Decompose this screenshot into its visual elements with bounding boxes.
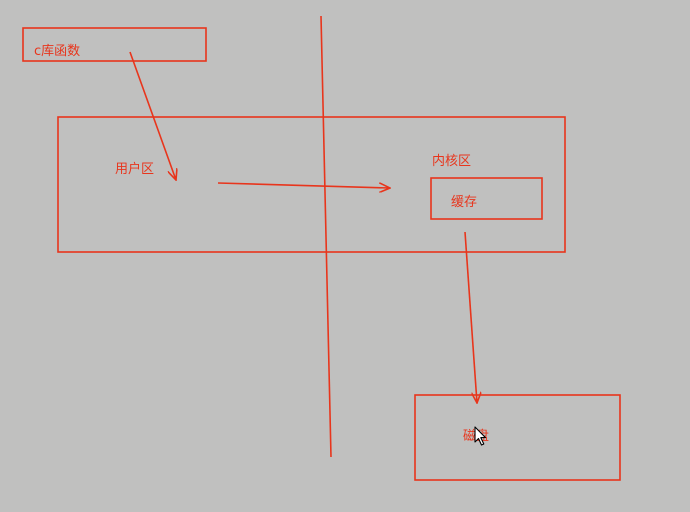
cache-label: 缓存	[451, 195, 478, 210]
mouse-pointer-icon	[474, 426, 487, 446]
c-library-box	[22, 27, 207, 62]
process-box	[57, 116, 566, 253]
kernel-space-label: 内核区	[432, 154, 472, 169]
space-divider-line	[320, 15, 332, 458]
arrow-cache-to-disk	[464, 231, 477, 403]
user-space-label: 用户区	[115, 162, 155, 177]
disk-box	[414, 394, 621, 481]
cache-box	[430, 177, 543, 220]
c-library-label: c库函数	[34, 44, 81, 59]
arrow-user-to-cache	[217, 182, 390, 188]
arrow-c-library-to-user	[129, 51, 176, 180]
